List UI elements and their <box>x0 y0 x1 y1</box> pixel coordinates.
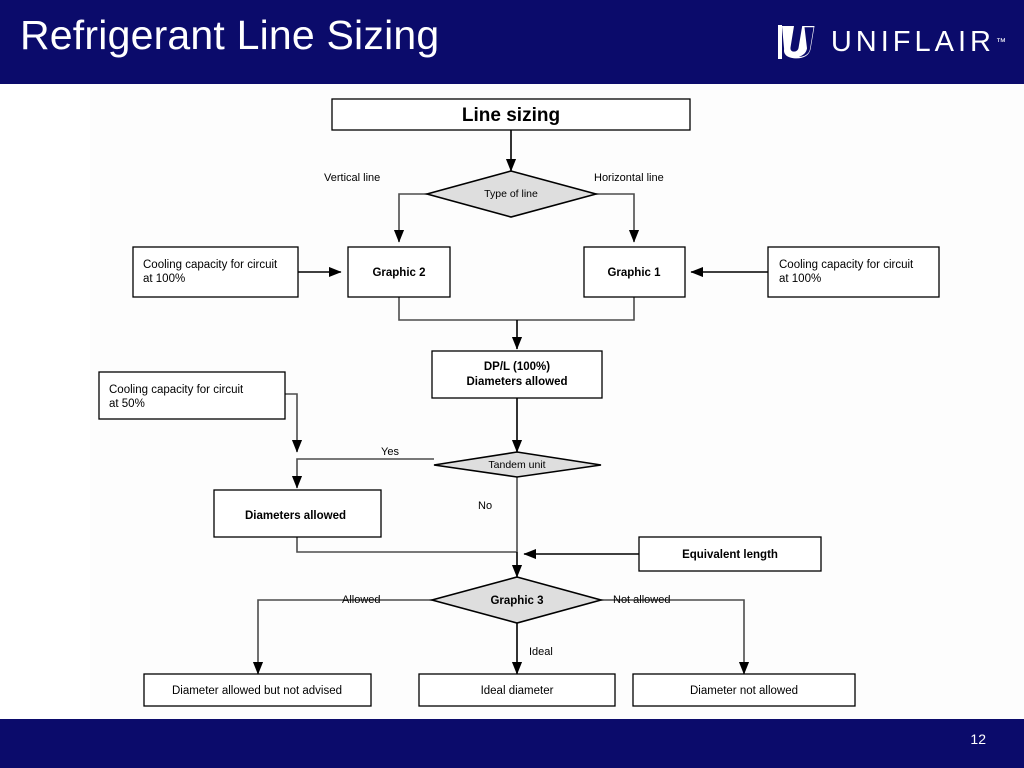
node-dpl-line1: DP/L (100%) <box>484 361 550 373</box>
connector-graphic3-not-allowed <box>601 599 750 675</box>
node-graphic-3-label: Graphic 3 <box>490 595 543 607</box>
edge-label-no: No <box>478 500 492 512</box>
node-cooling-capacity-100-left-line1: Cooling capacity for circuit <box>143 259 278 271</box>
node-cooling-capacity-100-left-line2: at 100% <box>143 273 185 285</box>
edge-label-horizontal-line: Horizontal line <box>594 172 664 184</box>
flowchart-diagram: Line sizing Type of line Vertical line H… <box>98 98 940 707</box>
node-dpl-line2: Diameters allowed <box>467 376 568 388</box>
slide-header-band: Refrigerant Line Sizing UNIFLAIR ™ <box>0 0 1024 84</box>
edge-label-ideal: Ideal <box>529 646 553 658</box>
node-graphic-3[interactable]: Graphic 3 <box>428 576 605 624</box>
connector-typeofline-vertical-to-graphic2 <box>393 193 427 243</box>
edge-label-yes: Yes <box>381 446 399 458</box>
node-equivalent-length[interactable]: Equivalent length <box>638 536 822 572</box>
node-diameter-not-allowed[interactable]: Diameter not allowed <box>632 673 856 707</box>
node-diameter-allowed-not-advised-label: Diameter allowed but not advised <box>172 685 342 697</box>
slide-footer-band: 12 <box>0 719 1024 768</box>
connector-graphic3-allowed <box>252 599 432 675</box>
node-diameter-allowed-not-advised[interactable]: Diameter allowed but not advised <box>143 673 372 707</box>
node-cooling-capacity-100-right-line1: Cooling capacity for circuit <box>779 259 914 271</box>
page-number: 12 <box>970 731 986 747</box>
node-graphic-1[interactable]: Graphic 1 <box>583 246 686 298</box>
node-ideal-diameter[interactable]: Ideal diameter <box>418 673 616 707</box>
page-title: Refrigerant Line Sizing <box>20 12 440 58</box>
node-cooling-capacity-100-left[interactable]: Cooling capacity for circuit at 100% <box>132 246 299 298</box>
node-cooling-capacity-50-line2: at 50% <box>109 398 145 410</box>
connector-diameters-allowed-to-bus <box>296 537 517 553</box>
node-graphic-2[interactable]: Graphic 2 <box>347 246 451 298</box>
uniflair-logo: UNIFLAIR ™ <box>777 22 1006 62</box>
node-tandem-unit-label: Tandem unit <box>488 459 545 471</box>
edge-label-allowed: Allowed <box>342 594 381 606</box>
node-ideal-diameter-label: Ideal diameter <box>481 685 554 697</box>
node-cooling-capacity-50[interactable]: Cooling capacity for circuit at 50% <box>98 371 286 420</box>
node-diameters-allowed-label: Diameters allowed <box>245 510 346 522</box>
connector-typeofline-horizontal-to-graphic1 <box>596 193 640 243</box>
node-tandem-unit[interactable]: Tandem unit <box>433 451 602 478</box>
node-cooling-capacity-100-right-line2: at 100% <box>779 273 821 285</box>
connector-cooling50-down <box>285 393 303 453</box>
uniflair-wordmark: UNIFLAIR <box>830 25 995 58</box>
node-diameter-not-allowed-label: Diameter not allowed <box>690 685 798 697</box>
node-line-sizing-label: Line sizing <box>462 105 560 126</box>
edge-label-vertical-line: Vertical line <box>324 172 380 184</box>
uniflair-u-mark-icon <box>777 25 815 59</box>
node-graphic-1-label: Graphic 1 <box>607 267 661 279</box>
node-equivalent-length-label: Equivalent length <box>682 549 778 561</box>
node-dpl-diameters-allowed[interactable]: DP/L (100%) Diameters allowed <box>431 350 603 399</box>
node-graphic-2-label: Graphic 2 <box>372 267 425 279</box>
node-type-of-line-label: Type of line <box>484 188 538 200</box>
node-cooling-capacity-50-line1: Cooling capacity for circuit <box>109 384 244 396</box>
node-cooling-capacity-100-right[interactable]: Cooling capacity for circuit at 100% <box>767 246 940 298</box>
edge-label-not-allowed: Not allowed <box>613 594 670 606</box>
node-diameters-allowed[interactable]: Diameters allowed <box>213 489 382 538</box>
node-line-sizing[interactable]: Line sizing <box>331 98 691 131</box>
connector-tandem-yes-to-diameters-allowed <box>291 458 434 489</box>
trademark-symbol: ™ <box>996 36 1006 48</box>
node-type-of-line[interactable]: Type of line <box>423 170 600 218</box>
connector-graphics-merge-bus <box>398 297 635 321</box>
